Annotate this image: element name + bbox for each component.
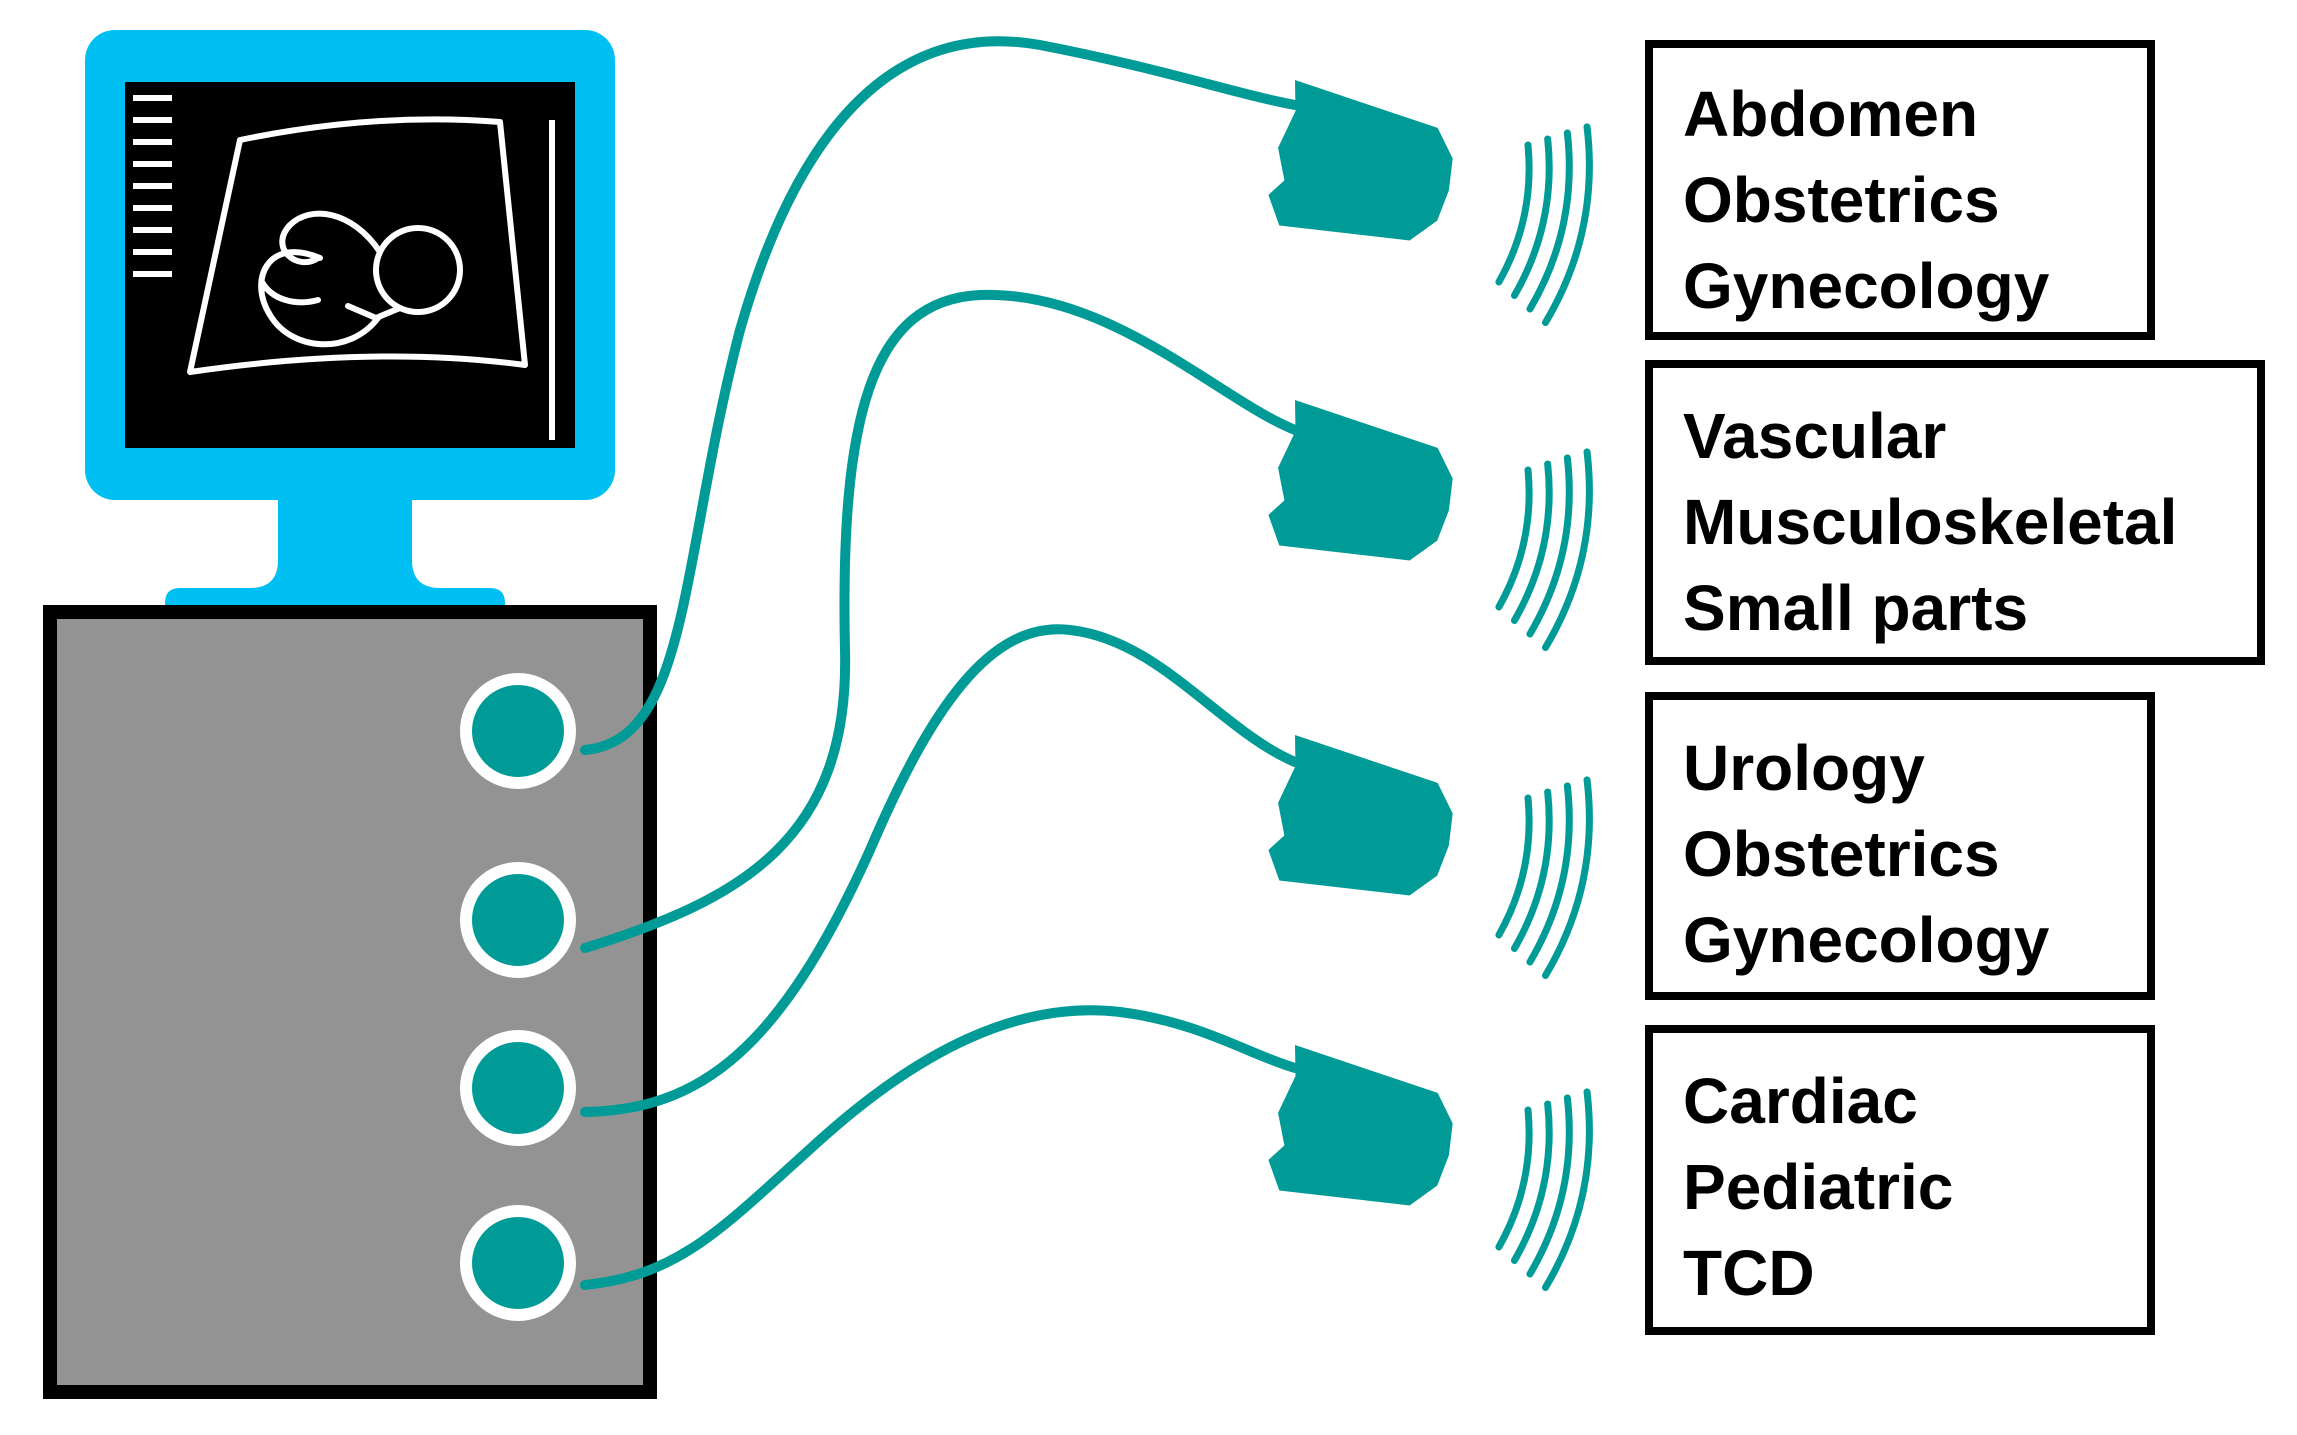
console-ports [460,673,576,1321]
ultrasound-waves-icon [1493,769,1604,979]
application-label: Obstetrics [1683,818,2000,890]
scan-sector [187,116,528,375]
monitor-screen [125,82,575,448]
ultrasound-waves-icon [1493,1081,1604,1291]
cable-4 [580,1005,1300,1290]
port-2[interactable] [460,862,576,978]
port-3[interactable] [460,1030,576,1146]
application-box-3: Urology Obstetrics Gynecology [1645,692,2155,1000]
port-1[interactable] [460,673,576,789]
application-label: Gynecology [1683,904,2050,976]
port-4[interactable] [460,1205,576,1321]
application-label: Gynecology [1683,250,2050,322]
ultrasound-waves-icon [1493,116,1604,326]
cable-2 [580,289,1300,953]
fetus-scan-image [258,210,463,348]
application-label: Small parts [1683,572,2029,644]
application-box-2: Vascular Musculoskeletal Small parts [1645,360,2265,665]
cable-1 [580,36,1300,755]
cable-3 [580,624,1300,1117]
application-box-4: Cardiac Pediatric TCD [1645,1025,2155,1335]
application-label: Cardiac [1683,1065,1918,1137]
scale-marks [133,95,172,277]
application-label: Urology [1683,732,1925,804]
application-label: Obstetrics [1683,164,2000,236]
ultrasound-monitor-icon [85,30,615,625]
application-label: Vascular [1683,400,1947,472]
probe-cables [580,36,1300,1290]
monitor-stand [165,495,505,625]
application-label: Musculoskeletal [1683,486,2178,558]
application-box-1: Abdomen Obstetrics Gynecology [1645,40,2155,340]
transducer-probe-icon [1259,1045,1466,1229]
ultrasound-waves-icon [1493,441,1604,651]
application-label: Abdomen [1683,78,1979,150]
application-label: TCD [1683,1237,1815,1309]
application-label: Pediatric [1683,1151,1954,1223]
